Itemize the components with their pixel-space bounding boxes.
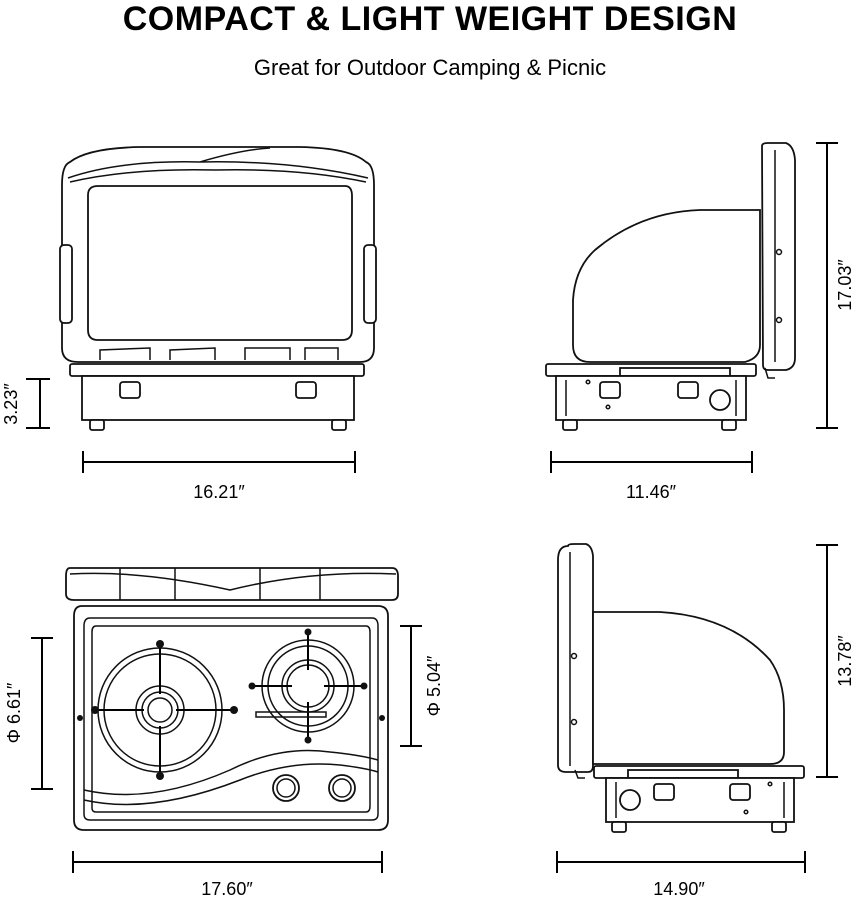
small-burner-label: Φ 5.04″ xyxy=(424,655,444,716)
side2-height-label: 13.78″ xyxy=(835,635,855,687)
side-view-stove xyxy=(545,142,796,431)
side-width-label: 11.46″ xyxy=(626,482,677,502)
front-view-stove xyxy=(59,146,377,431)
small-burner-dimension xyxy=(400,625,422,747)
top-width-dimension xyxy=(72,851,383,873)
page-subtitle: Great for Outdoor Camping & Picnic xyxy=(253,55,607,80)
top-view-stove xyxy=(65,567,399,831)
large-burner-dimension xyxy=(31,637,53,790)
page-title: COMPACT & LIGHT WEIGHT DESIGN xyxy=(122,0,738,38)
side-height-dimension xyxy=(816,142,838,429)
side2-height-dimension xyxy=(816,544,838,778)
large-burner-label: Φ 6.61″ xyxy=(4,682,24,743)
side-width-dimension xyxy=(550,451,753,473)
front-width-label: 16.21″ xyxy=(193,482,245,502)
side2-width-label: 14.90″ xyxy=(653,879,705,899)
side-view-2-stove xyxy=(557,543,805,833)
side2-width-dimension xyxy=(556,851,806,873)
front-width-dimension xyxy=(82,451,356,473)
front-height-dimension xyxy=(26,378,50,429)
top-width-label: 17.60″ xyxy=(201,879,253,899)
side-height-label: 17.03″ xyxy=(835,259,855,311)
front-height-label: 3.23″ xyxy=(1,383,21,425)
